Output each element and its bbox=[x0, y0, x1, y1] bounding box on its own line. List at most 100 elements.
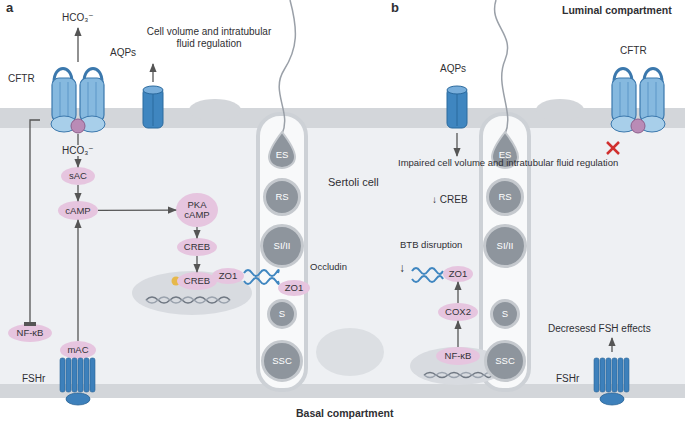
node-label: SI/II bbox=[274, 241, 291, 251]
dna-strand bbox=[424, 373, 492, 378]
flow-arrow bbox=[456, 133, 457, 156]
arrow-connector bbox=[77, 185, 78, 201]
panel-letter: a bbox=[6, 1, 13, 16]
arrow-connector bbox=[196, 256, 197, 272]
receptor-helix bbox=[72, 358, 77, 392]
arrow-connector bbox=[98, 209, 176, 211]
node-label: CFTR bbox=[620, 46, 647, 57]
node-label: SSC bbox=[272, 356, 292, 366]
membrane-bulge bbox=[536, 99, 584, 121]
basal-membrane bbox=[0, 384, 685, 398]
node-label: cAMP bbox=[184, 210, 209, 220]
node-label: FSHr bbox=[556, 374, 579, 385]
aquaporin-channel bbox=[140, 82, 166, 132]
membrane-bulge bbox=[189, 99, 241, 121]
cftr-channel: CFTR bbox=[40, 60, 116, 134]
cftr-channel bbox=[40, 60, 116, 134]
channel-helix bbox=[656, 82, 657, 118]
arrow-connector bbox=[77, 220, 78, 341]
protein-node: CREB bbox=[177, 272, 217, 290]
receptor-helix bbox=[594, 358, 599, 392]
compartment-label: Basal compartment bbox=[296, 407, 393, 419]
receptor-helix bbox=[612, 358, 617, 392]
germ-cell-channel bbox=[258, 114, 306, 390]
receptor-helix bbox=[90, 358, 95, 392]
channel-top bbox=[143, 86, 163, 94]
protein-node: ZO1 bbox=[443, 266, 473, 282]
spermatid-cell: ES bbox=[490, 131, 520, 169]
node-label: CFTR bbox=[8, 74, 35, 85]
node-label: cAMP bbox=[65, 206, 90, 216]
regulatory-domain bbox=[631, 119, 645, 133]
block-cross bbox=[607, 142, 619, 154]
node-label: COX2 bbox=[445, 307, 471, 317]
receptor-domain bbox=[66, 393, 90, 405]
channel-body bbox=[143, 88, 163, 128]
node-label: NF-κB bbox=[445, 351, 472, 361]
channel-barrel bbox=[612, 78, 636, 122]
nucleus bbox=[132, 271, 252, 315]
node-label: sAC bbox=[69, 171, 87, 181]
protein-node: PKAcAMP bbox=[176, 193, 218, 227]
sperm-tail bbox=[279, 0, 295, 134]
protein-node: cAMP bbox=[58, 201, 98, 220]
sperm-tail bbox=[495, 0, 508, 134]
node-label: ES bbox=[499, 140, 512, 160]
node-label: ES bbox=[276, 140, 289, 160]
spermatid-cell: ES bbox=[267, 131, 297, 169]
channel-helix bbox=[60, 82, 61, 118]
node-label: mAC bbox=[67, 345, 88, 355]
node-label: S bbox=[279, 309, 285, 319]
compartment-label: Luminal compartment bbox=[562, 4, 672, 16]
arrow-connector bbox=[457, 282, 458, 303]
channel-barrel bbox=[640, 78, 664, 122]
node-label: CREB bbox=[184, 276, 210, 286]
channel-barrel bbox=[52, 78, 76, 122]
node-label: SSC bbox=[495, 356, 515, 366]
arrow-connector bbox=[77, 134, 78, 167]
channel-helix bbox=[620, 82, 621, 118]
protein-node: ZO1 bbox=[212, 268, 244, 284]
receptor-helix bbox=[606, 358, 611, 392]
node-label: ZO1 bbox=[449, 269, 467, 279]
protein-node: NF-κB bbox=[436, 347, 480, 365]
node-label: ZO1 bbox=[219, 271, 237, 281]
germ-cell: SI/II bbox=[260, 224, 304, 268]
sertoli-nucleus bbox=[316, 328, 384, 376]
spermatid-head bbox=[492, 132, 518, 168]
receptor-helix bbox=[78, 358, 83, 392]
sertoli-cytoplasm bbox=[0, 128, 685, 386]
receptor-domain bbox=[600, 393, 624, 405]
change-note: ↓ CREB bbox=[432, 194, 468, 206]
node-label: S bbox=[502, 309, 508, 319]
germ-cell-channel bbox=[481, 114, 529, 390]
protein-label: Occludin bbox=[310, 262, 347, 273]
receptor-helix bbox=[624, 358, 629, 392]
receptor-helix bbox=[84, 358, 89, 392]
channel-body bbox=[447, 88, 467, 128]
function-note: Impaired cell volume and intratubular fl… bbox=[398, 158, 618, 169]
occludin-strand bbox=[244, 278, 279, 284]
receptor-helix bbox=[66, 358, 71, 392]
ion-label: HCO₃⁻ bbox=[62, 12, 94, 24]
dna-strand bbox=[146, 297, 230, 303]
change-note: Decresesd FSH effects bbox=[548, 323, 651, 335]
change-note: BTB disruption bbox=[400, 240, 462, 251]
cftr-channel bbox=[600, 60, 676, 134]
flow-arrow bbox=[77, 28, 78, 62]
spermatid-head bbox=[269, 132, 295, 168]
node-label: SI/II bbox=[497, 241, 514, 251]
arrow-connector bbox=[457, 321, 458, 347]
protein-node: COX2 bbox=[438, 303, 478, 321]
cell-label: Sertoli cell bbox=[328, 176, 379, 189]
dna-strand bbox=[424, 373, 492, 378]
flow-arrow bbox=[611, 338, 612, 352]
occludin-strand bbox=[412, 268, 443, 274]
regulatory-domain bbox=[71, 119, 85, 133]
block-cross bbox=[607, 142, 619, 154]
fsh-receptor: FSHr bbox=[56, 352, 100, 408]
